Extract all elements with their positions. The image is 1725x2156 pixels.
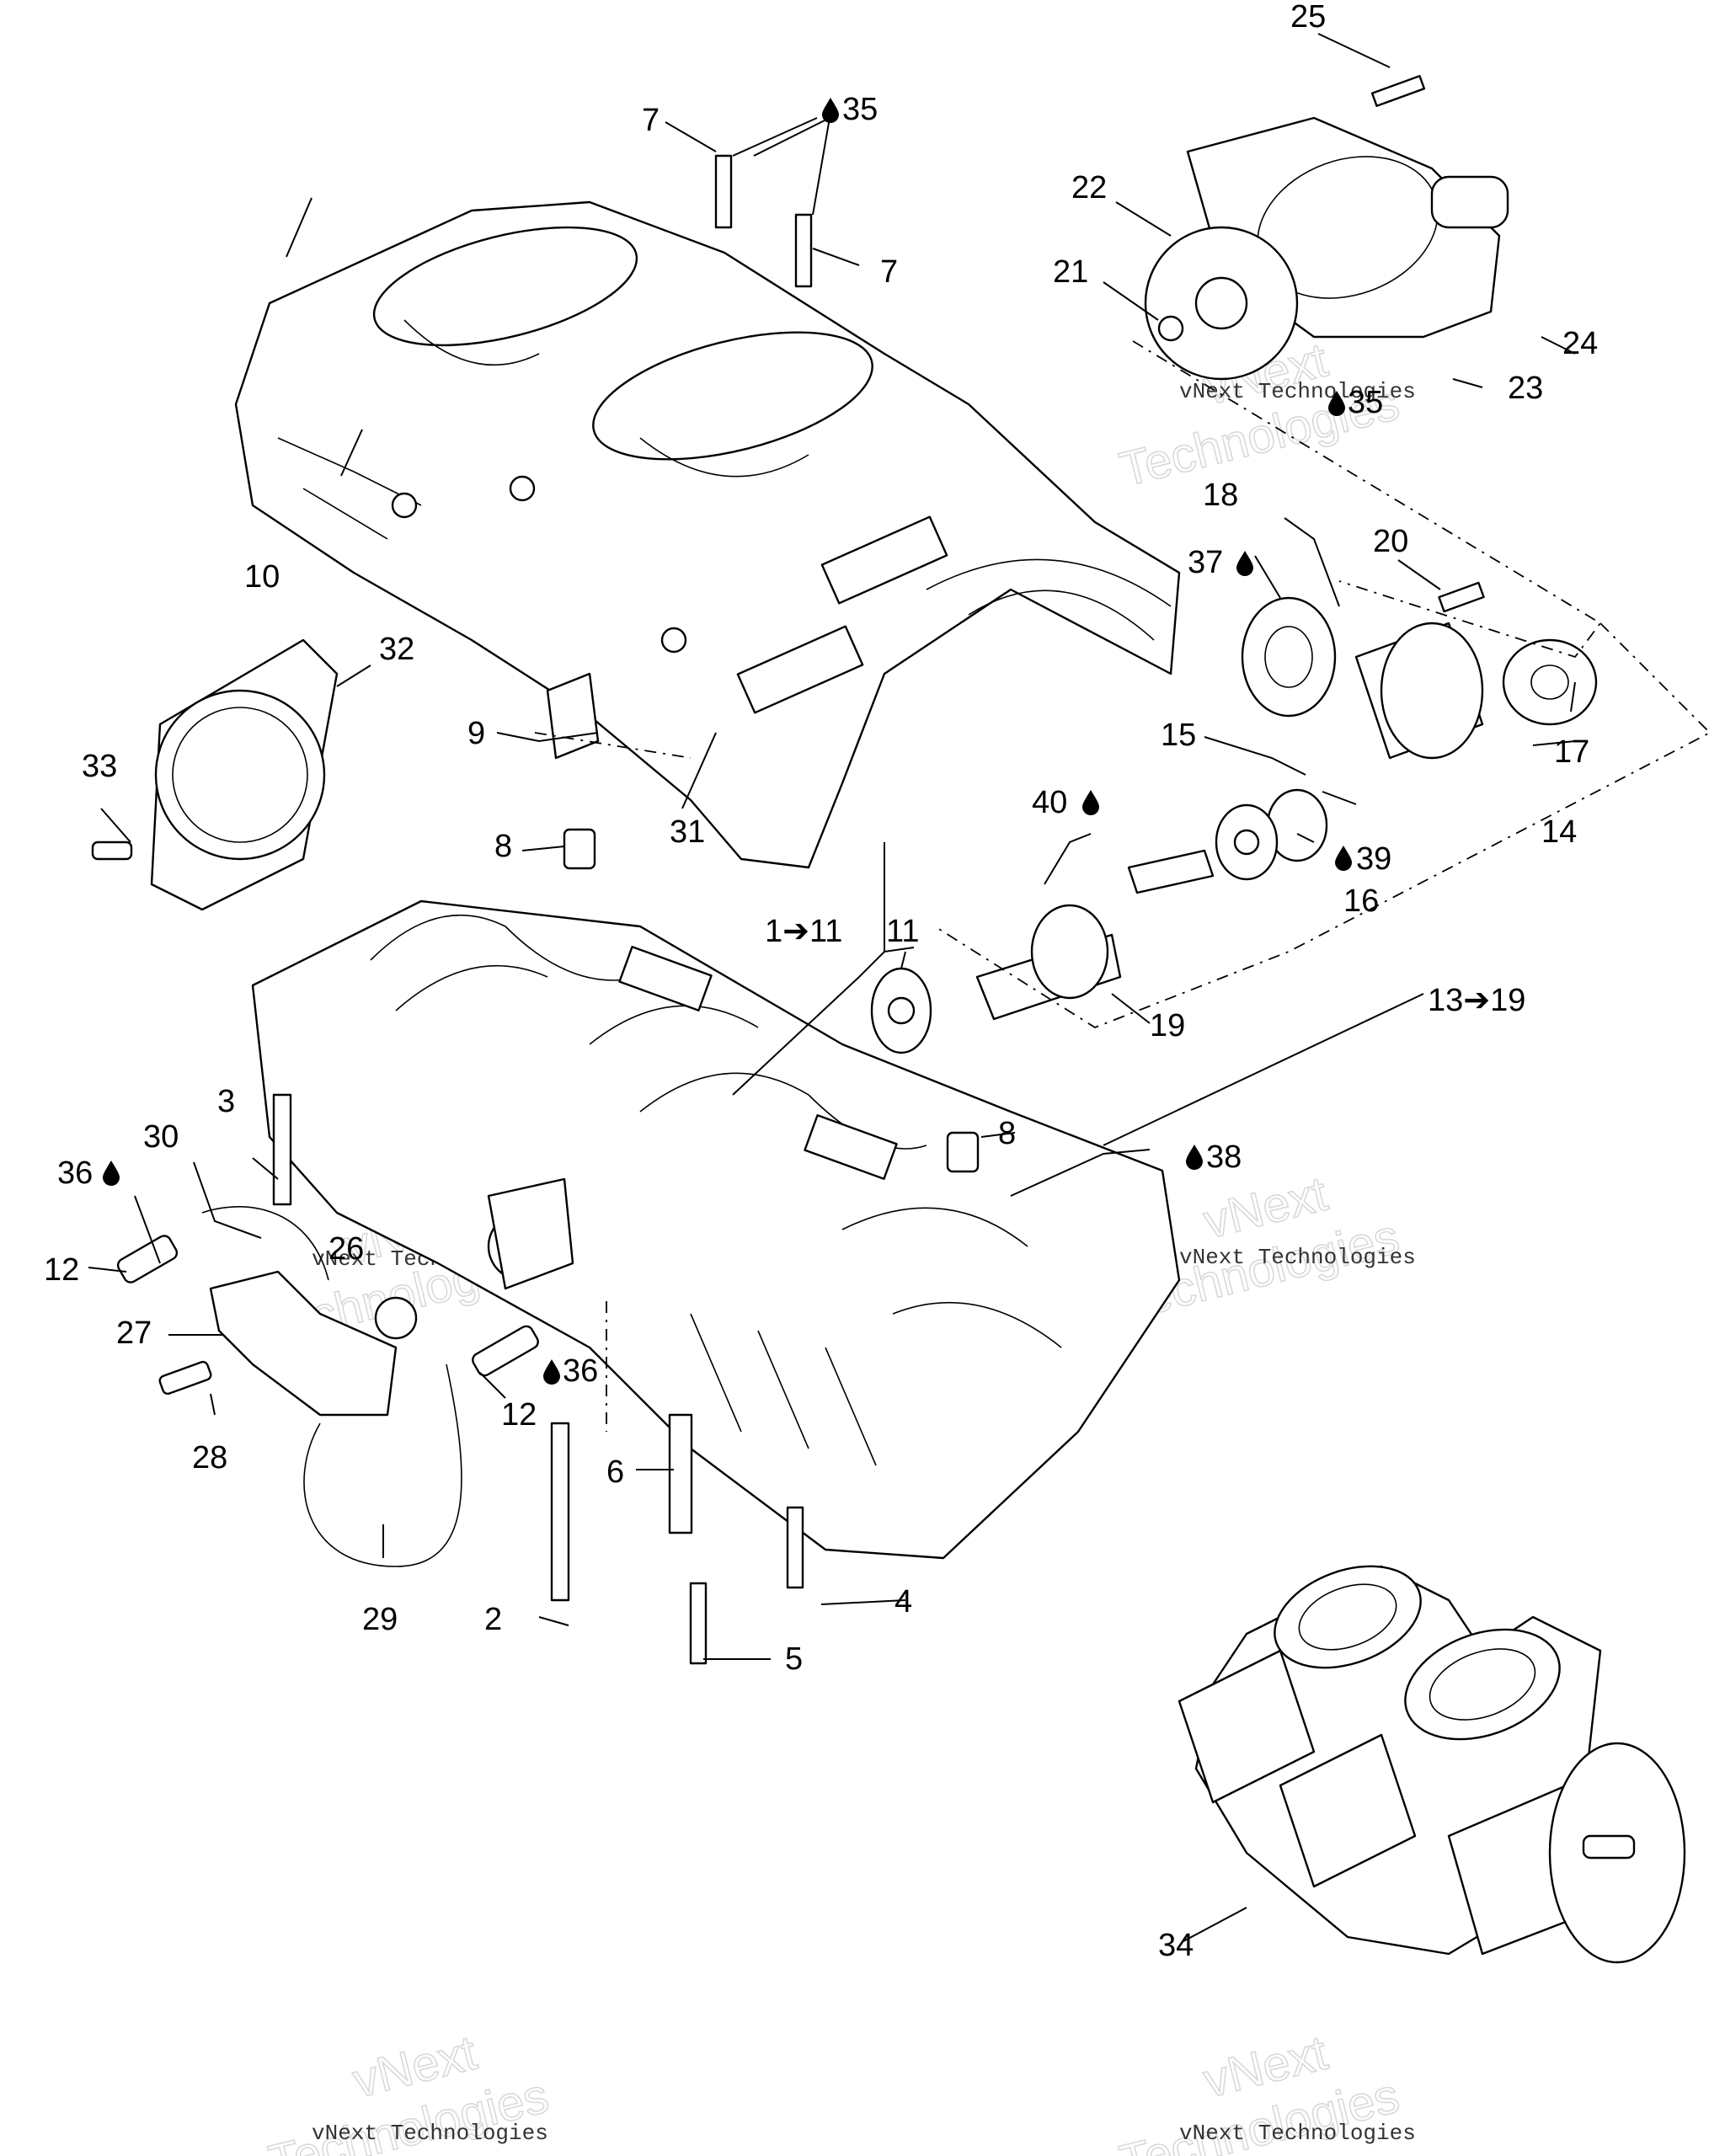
oil-drop-icon	[103, 1161, 120, 1186]
label-25: 25	[1290, 0, 1326, 35]
oil-drop-icon	[822, 98, 839, 123]
label-30: 30	[143, 1119, 179, 1155]
assembled-engine-34	[1178, 1565, 1686, 1964]
label-2: 2	[484, 1602, 502, 1637]
watermark-small-6: vNext Technologies	[1179, 2121, 1416, 2146]
rotary-valve-cover	[1144, 75, 1509, 381]
label-21: 21	[1053, 254, 1088, 290]
watermark-small-5: vNext Technologies	[312, 2121, 548, 2146]
label-37: 37	[1188, 545, 1223, 580]
label-38: 38	[1206, 1139, 1242, 1175]
label-31: 31	[670, 814, 705, 850]
label-10: 10	[244, 559, 280, 595]
oil-drop-icon	[1082, 790, 1099, 815]
label-16: 16	[1343, 883, 1379, 919]
label-14: 14	[1541, 814, 1577, 850]
upper-crankcase	[234, 200, 1181, 869]
label-36-left: 36	[57, 1155, 93, 1191]
part-labels: 25 7 35 7 22 21 24 23 35 18 20 37 17 15 …	[44, 0, 1598, 1963]
label-18: 18	[1203, 478, 1238, 513]
oil-drop-icon	[1186, 1145, 1203, 1170]
label-4: 4	[895, 1584, 912, 1620]
label-20: 20	[1373, 524, 1408, 559]
label-40: 40	[1032, 785, 1067, 820]
label-28: 28	[192, 1440, 227, 1476]
watermark-small-2: vNext Technologies	[1179, 379, 1416, 404]
label-32: 32	[379, 632, 414, 667]
shaft-assembly	[870, 581, 1598, 1054]
label-29: 29	[362, 1602, 398, 1637]
label-39: 39	[1356, 841, 1391, 877]
lower-crankcase	[251, 899, 1181, 1560]
label-1-11: 1➔11	[765, 914, 842, 949]
label-13-19: 13➔19	[1428, 983, 1525, 1018]
label-6: 6	[606, 1454, 624, 1490]
label-23: 23	[1508, 371, 1543, 406]
watermark-small-4: vNext Technologies	[1179, 1245, 1416, 1270]
label-22: 22	[1071, 170, 1107, 205]
oil-drop-icon	[543, 1359, 560, 1385]
small-parts	[91, 154, 980, 1665]
assembly-reference-lines	[534, 340, 1712, 1432]
leader-lines	[88, 33, 1576, 1942]
oil-drop-icon	[1335, 846, 1352, 871]
label-27: 27	[116, 1315, 152, 1351]
label-26: 26	[328, 1231, 364, 1267]
label-5: 5	[785, 1641, 803, 1677]
label-34: 34	[1158, 1928, 1194, 1963]
label-17: 17	[1554, 734, 1589, 770]
label-7-right: 7	[880, 254, 898, 290]
label-12-left: 12	[44, 1252, 79, 1288]
label-19: 19	[1150, 1008, 1185, 1043]
label-33: 33	[82, 749, 117, 784]
label-8-right: 8	[998, 1116, 1016, 1151]
label-11: 11	[886, 914, 919, 949]
label-35-right: 35	[1348, 385, 1383, 420]
oil-drop-icon	[1236, 551, 1253, 576]
label-7-top: 7	[642, 103, 660, 138]
label-15: 15	[1161, 718, 1196, 753]
label-24: 24	[1562, 326, 1598, 361]
label-9: 9	[467, 716, 485, 751]
label-3: 3	[217, 1084, 235, 1119]
label-35-top: 35	[842, 92, 878, 127]
label-36-right: 36	[563, 1353, 598, 1389]
label-8-left: 8	[494, 829, 512, 864]
label-12-right: 12	[501, 1397, 537, 1433]
gasket-plate-32	[150, 638, 339, 911]
